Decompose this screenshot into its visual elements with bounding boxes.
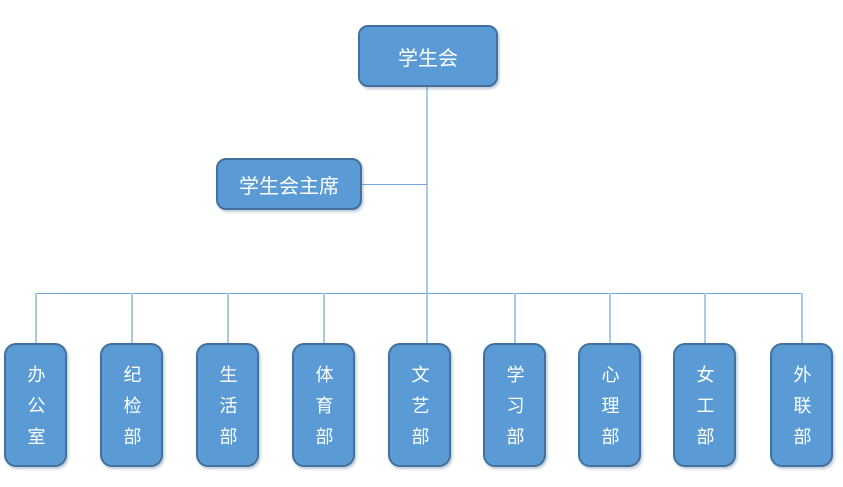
node-dept-arts-label: 文艺部 (409, 365, 430, 458)
connector-drop-2 (131, 293, 133, 343)
connector-bus (35, 293, 802, 294)
node-dept-external[interactable]: 外联部 (770, 343, 833, 467)
node-dept-arts[interactable]: 文艺部 (388, 343, 451, 467)
node-dept-sports[interactable]: 体育部 (292, 343, 355, 467)
connector-president-elbow (362, 184, 427, 185)
connector-drop-8 (704, 293, 706, 343)
node-president[interactable]: 学生会主席 (216, 158, 362, 210)
connector-root-trunk (426, 87, 428, 343)
node-dept-discipline-label: 纪检部 (121, 365, 142, 458)
node-dept-office-label: 办公室 (25, 365, 46, 458)
node-student-union[interactable]: 学生会 (358, 25, 498, 87)
node-dept-life[interactable]: 生活部 (196, 343, 259, 467)
node-student-union-label: 学生会 (398, 47, 458, 70)
connector-drop-4 (323, 293, 325, 343)
node-dept-sports-label: 体育部 (313, 365, 334, 458)
node-dept-office[interactable]: 办公室 (4, 343, 67, 467)
node-dept-study-label: 学习部 (504, 365, 525, 458)
node-dept-psychology-label: 心理部 (599, 365, 620, 458)
node-dept-life-label: 生活部 (217, 365, 238, 458)
node-dept-psychology[interactable]: 心理部 (578, 343, 641, 467)
connector-drop-9 (801, 293, 803, 343)
node-dept-women[interactable]: 女工部 (673, 343, 736, 467)
node-president-label: 学生会主席 (239, 175, 339, 198)
node-dept-women-label: 女工部 (694, 365, 715, 458)
connector-drop-1 (35, 293, 37, 343)
connector-drop-3 (227, 293, 229, 343)
node-dept-external-label: 外联部 (791, 365, 812, 458)
connector-drop-6 (514, 293, 516, 343)
connector-drop-7 (609, 293, 611, 343)
node-dept-discipline[interactable]: 纪检部 (100, 343, 163, 467)
node-dept-study[interactable]: 学习部 (483, 343, 546, 467)
